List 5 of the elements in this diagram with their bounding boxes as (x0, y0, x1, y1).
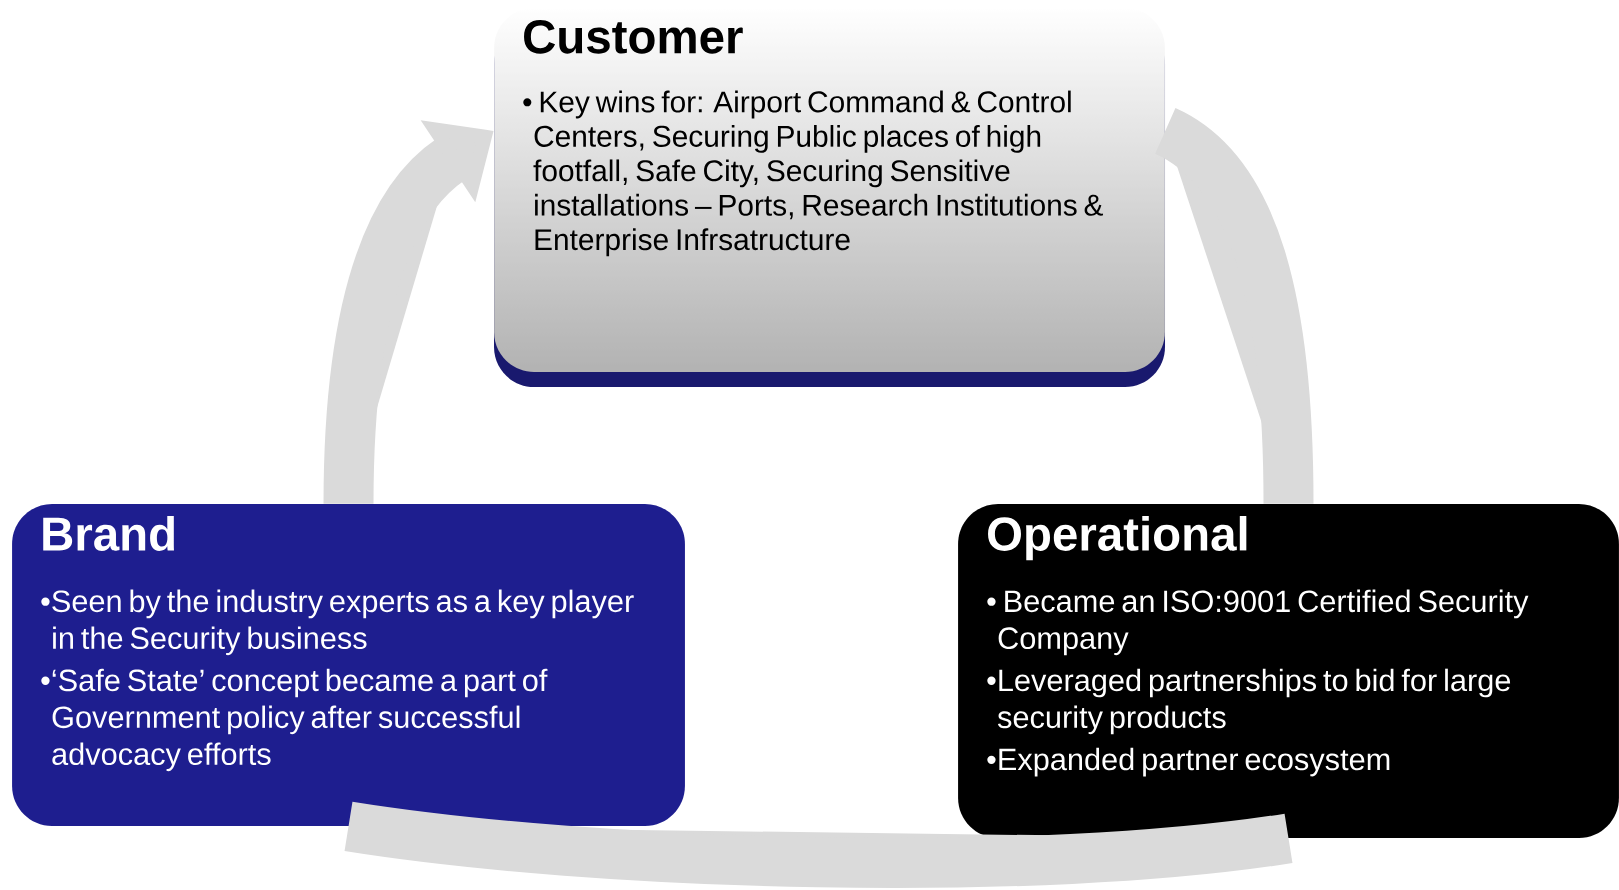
info-card: Customer • Key wins for: Airport Command & Control Centers, Securing Public places of high footfall, Safe City, Securing Sensitive installations – Ports, Research Institutions & Enterprise Infrsatructure (494, 8, 1165, 387)
info-card: Brand •Seen by the industry experts as a key player in the Security business •‘Safe State’ concept became a part of Government policy after successful advocacy efforts (12, 504, 685, 826)
cycle-arrow (345, 801, 1292, 888)
info-card: Operational • Became an ISO:9001 Certified Security Company •Leveraged partnerships to bid for large security products •Expanded partner ecosystem (958, 504, 1619, 838)
cycle-arrow (1153, 108, 1314, 505)
